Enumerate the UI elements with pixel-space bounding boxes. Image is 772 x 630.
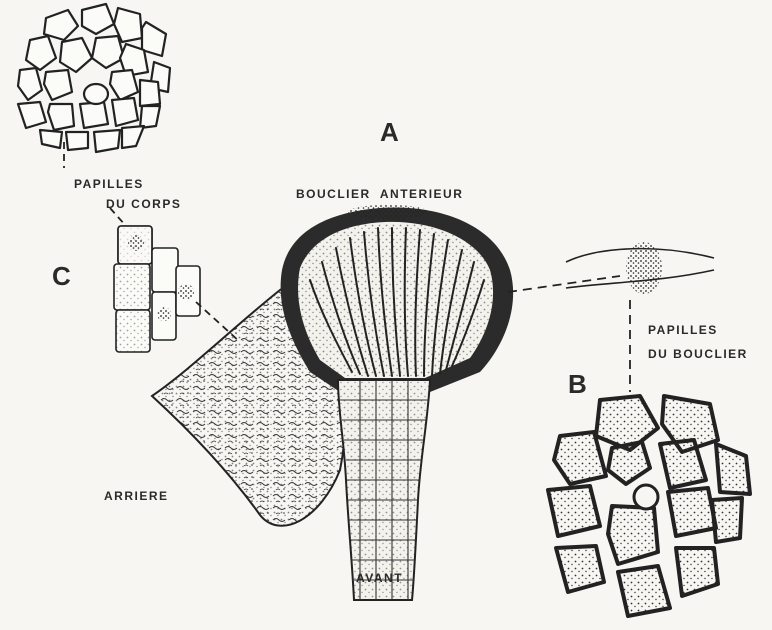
label-papilles-du-corps-line1: PAPILLES: [74, 176, 144, 192]
shield-papillae-strand: [566, 242, 714, 294]
anterior-shield: [281, 205, 514, 392]
label-letter-b: B: [568, 370, 587, 398]
label-papilles-du-bouclier-line2: DU BOUCLIER: [648, 346, 748, 362]
label-papilles-du-bouclier-line1: PAPILLES: [648, 322, 718, 338]
body-papillae-cell-patch: [16, 4, 180, 170]
label-letter-c: C: [52, 262, 71, 290]
main-body-avant: [338, 380, 430, 600]
body-papillae-cell-column: [114, 226, 200, 352]
label-papilles-du-corps-line2: DU CORPS: [106, 196, 181, 212]
shield-papillae-cell-patch: [548, 396, 750, 616]
label-bouclier-anterieur: BOUCLIER ANTERIEUR: [296, 186, 463, 202]
label-arriere: ARRIERE: [104, 488, 169, 504]
label-letter-a: A: [380, 118, 399, 146]
label-avant: AVANT: [356, 570, 403, 586]
